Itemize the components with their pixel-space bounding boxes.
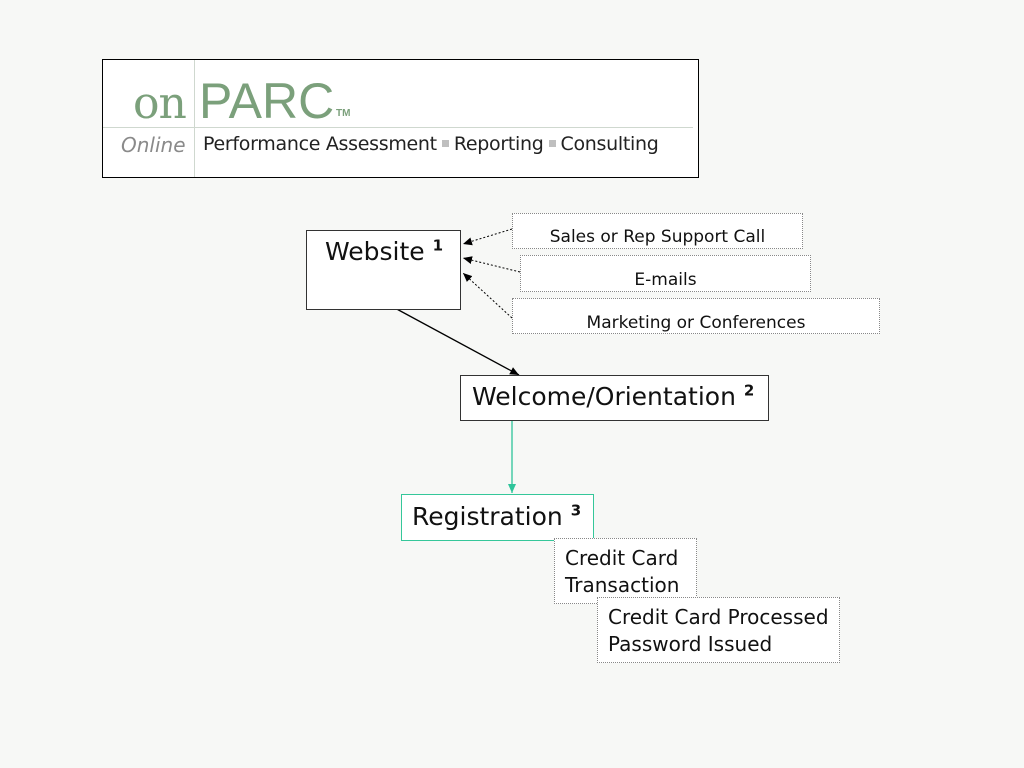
registration-step-number: 3 — [570, 501, 582, 520]
arrow-sales-to-website — [462, 228, 513, 246]
credit-card-processed-node: Credit Card Processed Password Issued — [597, 597, 840, 663]
logo-online-text: Online — [121, 133, 186, 157]
website-label: Website — [325, 237, 425, 266]
logo-parc-text: PARC — [199, 73, 335, 129]
sales-call-node: Sales or Rep Support Call — [512, 213, 803, 249]
arrow-emails-to-website — [462, 256, 521, 273]
onparc-logo: on PARC TM Online Performance Assessment… — [102, 59, 699, 178]
website-node: Website 1 — [306, 230, 461, 310]
tagline-reporting: Reporting — [453, 133, 544, 155]
emails-node: E-mails — [520, 255, 811, 292]
credit-card-transaction-node: Credit Card Transaction — [554, 538, 697, 604]
cc-transaction-line1: Credit Card — [565, 546, 679, 570]
tagline-performance: Performance Assessment — [203, 133, 437, 155]
marketing-node: Marketing or Conferences — [512, 298, 880, 334]
cc-processed-line1: Credit Card Processed — [608, 605, 829, 629]
registration-label: Registration — [412, 502, 563, 531]
arrow-website-to-welcome — [392, 306, 520, 376]
tagline-consulting: Consulting — [560, 133, 659, 155]
logo-on-text: on — [133, 78, 187, 129]
cc-transaction-line2: Transaction — [565, 573, 680, 597]
welcome-label: Welcome/Orientation — [472, 382, 736, 411]
logo-divider-vertical — [194, 60, 195, 177]
welcome-orientation-node: Welcome/Orientation 2 — [460, 375, 769, 421]
arrow-marketing-to-website — [462, 272, 513, 319]
welcome-step-number: 2 — [743, 381, 755, 400]
registration-node: Registration 3 — [401, 494, 594, 541]
logo-tagline: Performance Assessment Reporting Consultin… — [203, 133, 659, 155]
cc-processed-line2: Password Issued — [608, 632, 773, 656]
website-step-number: 1 — [432, 236, 444, 255]
tagline-separator — [548, 139, 556, 147]
logo-trademark: TM — [336, 108, 351, 119]
logo-divider-horizontal — [103, 127, 693, 128]
tagline-separator — [441, 139, 449, 147]
